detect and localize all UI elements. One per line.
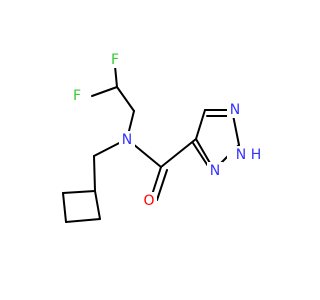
atom-fluorine-2: F [73, 88, 81, 104]
bond-ch2-cyclobutyl [93, 155, 96, 192]
atom-triazole-nitrogen-2: N [210, 163, 220, 179]
molecule-structure: F F N O N N H N [62, 51, 262, 223]
bond-f1-chf2 [114, 65, 118, 88]
bond-chf2-ch2 [116, 86, 135, 112]
atom-triazole-nh: N [236, 147, 246, 163]
atom-label-layer: F F N O N N H N [69, 51, 261, 209]
atom-triazole-nitrogen-1: N [230, 102, 240, 118]
bond-triazole-c4-c5 [195, 109, 206, 140]
bond-cb-2 [65, 218, 101, 223]
bond-carbonyl-triazole [160, 138, 197, 168]
atom-fluorine-1: F [111, 52, 119, 68]
atom-oxygen: O [143, 193, 154, 209]
bond-cb-3 [62, 192, 67, 223]
bond-triazole-n3-c4-b [192, 142, 209, 167]
bond-carbonyl-o-2 [156, 169, 168, 201]
atom-triazole-hydrogen: H [251, 147, 262, 163]
atom-amide-nitrogen: N [122, 132, 132, 148]
bond-chf2-f2 [91, 86, 118, 97]
bond-cb-4 [62, 190, 96, 194]
bond-cb-1 [94, 190, 101, 220]
